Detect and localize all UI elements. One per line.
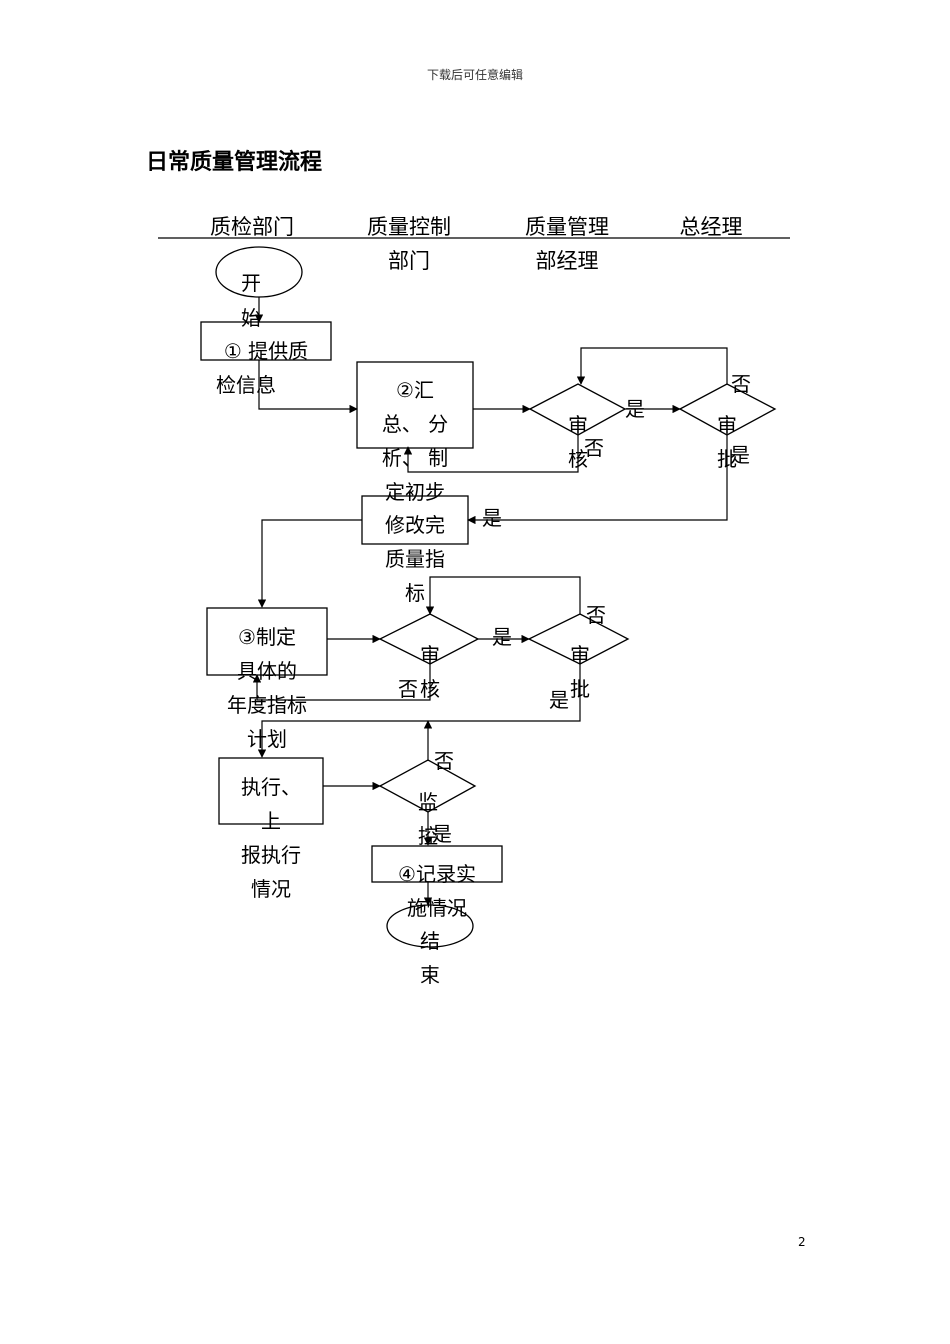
approve2-label-1: 审 xyxy=(570,643,590,667)
step2-label-1: ②汇 xyxy=(396,378,434,402)
step3-label-4: 计划 xyxy=(247,727,287,751)
review1-no-label: 否 xyxy=(584,436,604,460)
execute-label-1: 执行、 xyxy=(241,775,301,799)
monitor-label-1: 监 xyxy=(418,790,438,814)
edge-labels: 是 否 否 是 是 是 否 否 是 否 是 xyxy=(398,372,751,846)
document-title: 日常质量管理流程 xyxy=(146,150,323,175)
end-ellipse xyxy=(386,904,474,948)
review2-label-2: 核 xyxy=(420,677,440,701)
review1-diamond xyxy=(528,383,627,436)
revise-label-2: 质量指 xyxy=(385,547,445,571)
start-label-2: 始 xyxy=(241,306,261,330)
review1-label-1: 审 xyxy=(568,413,588,437)
step1-label-2: 检信息 xyxy=(216,373,276,397)
lane-4-label: 总经理 xyxy=(680,215,743,239)
approve2-label-2: 批 xyxy=(570,677,590,701)
node-labels: 开 始 ① 提供质 检信息 ②汇 总、 分 析、 制 定初步 审 核 审 批 修… xyxy=(216,271,737,987)
step4-box xyxy=(371,845,503,883)
lane-3-label-line2: 部经理 xyxy=(536,249,599,273)
step3-label-1: ③制定 xyxy=(238,625,296,649)
approve1-label-1: 审 xyxy=(717,413,737,437)
lane-headers: 质检部门 质量控制 部门 质量管理 部经理 总经理 xyxy=(158,215,790,273)
step4-label-2: 施情况 xyxy=(407,896,467,920)
shapes xyxy=(200,246,777,948)
connectors xyxy=(252,297,728,906)
step1-box xyxy=(200,321,332,361)
monitor-label-2: 控 xyxy=(418,824,438,848)
step2-label-3: 析、 制 xyxy=(382,446,448,470)
start-ellipse xyxy=(215,246,303,298)
review2-diamond xyxy=(378,613,480,665)
review2-no-label: 否 xyxy=(398,677,418,701)
step1-label-1: ① 提供质 xyxy=(224,339,308,363)
step2-label-2: 总、 分 xyxy=(382,412,448,436)
revise-yes-label: 是 xyxy=(482,506,502,530)
end-label-2: 束 xyxy=(420,963,440,987)
execute-box xyxy=(218,757,324,825)
approve2-no-label: 否 xyxy=(586,603,606,627)
approve2-diamond xyxy=(527,613,630,665)
step3-label-2: 具体的 xyxy=(237,659,297,683)
approve1-yes-label: 是 xyxy=(730,443,750,467)
execute-label-2: 上 xyxy=(261,809,281,833)
lane-2-label: 质量控制 xyxy=(367,215,451,239)
review2-label-1: 审 xyxy=(420,643,440,667)
approve1-no-label: 否 xyxy=(731,372,751,396)
monitor-diamond xyxy=(378,759,477,813)
monitor-no-label: 否 xyxy=(434,749,454,773)
page-header-note: 下载后可任意编辑 xyxy=(426,68,523,82)
end-label-1: 结 xyxy=(420,929,440,953)
revise-box xyxy=(361,495,469,545)
approve2-yes-label: 是 xyxy=(549,688,569,712)
page-number: 2 xyxy=(798,1235,806,1249)
revise-label-1: 修改完 xyxy=(385,513,445,537)
step4-label-1: ④记录实 xyxy=(398,862,476,886)
lane-3-label: 质量管理 xyxy=(525,215,609,239)
step2-box xyxy=(356,361,474,449)
start-label-1: 开 xyxy=(241,271,261,295)
revise-label-3: 标 xyxy=(405,581,425,605)
approve1-label-2: 批 xyxy=(717,447,737,471)
review1-yes-label: 是 xyxy=(625,397,645,421)
lane-2-label-line2: 部门 xyxy=(388,249,430,273)
step3-label-3: 年度指标 xyxy=(227,693,307,717)
lane-1-label: 质检部门 xyxy=(210,215,294,239)
review1-label-2: 核 xyxy=(568,447,588,471)
step3-box xyxy=(206,607,328,676)
monitor-yes-label: 是 xyxy=(432,822,452,846)
review2-yes-label: 是 xyxy=(492,625,512,649)
execute-label-3: 报执行 xyxy=(241,843,301,867)
approve1-diamond xyxy=(678,383,777,436)
step2-label-4: 定初步 xyxy=(385,480,445,504)
execute-label-4: 情况 xyxy=(251,877,291,901)
